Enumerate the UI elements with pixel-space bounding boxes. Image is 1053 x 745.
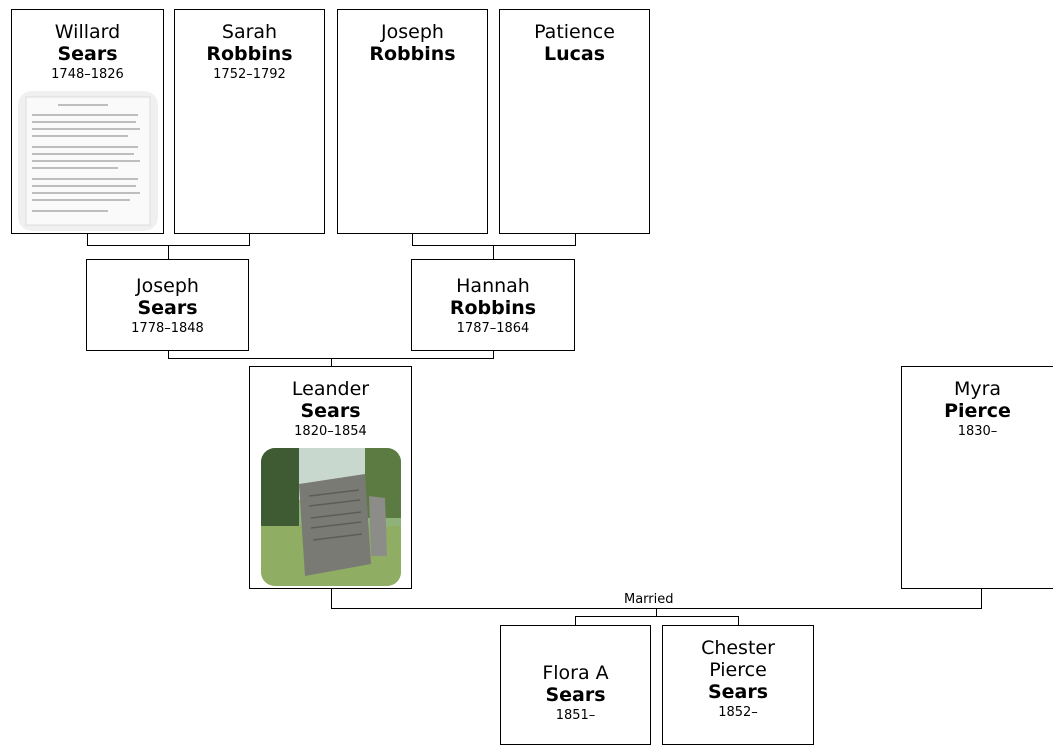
connector-line: [656, 608, 657, 616]
last-name: Lucas: [543, 43, 606, 65]
life-dates: 1820–1854: [294, 424, 367, 439]
first-name: Joseph: [136, 275, 199, 297]
connector-line: [87, 234, 88, 245]
last-name: Robbins: [369, 43, 456, 65]
connector-line: [331, 589, 332, 609]
connector-line: [738, 616, 739, 625]
life-dates: 1778–1848: [131, 321, 204, 336]
life-dates: 1851–: [555, 708, 596, 723]
connector-line: [493, 351, 494, 359]
connector-line: [249, 234, 250, 245]
last-name: Pierce: [944, 400, 1011, 422]
first-name: Hannah: [456, 275, 530, 297]
first-name: Willard: [54, 21, 121, 43]
person-card-chester-sears[interactable]: Chester Pierce Sears 1852–: [662, 625, 814, 745]
document-photo: [17, 91, 158, 231]
last-name: Robbins: [206, 43, 293, 65]
first-name: Joseph: [381, 21, 444, 43]
life-dates: 1748–1826: [51, 67, 124, 82]
first-name: Leander: [291, 378, 370, 400]
person-card-joseph-robbins[interactable]: Joseph Robbins: [337, 9, 488, 234]
life-dates: 1830–: [957, 424, 998, 439]
last-name: Sears: [300, 400, 361, 422]
gravestone-photo: [260, 448, 401, 586]
life-dates: 1852–: [718, 705, 758, 720]
life-dates: 1787–1864: [456, 321, 530, 336]
middle-name: Pierce: [709, 659, 767, 681]
person-card-patience-lucas[interactable]: Patience Lucas: [499, 9, 650, 234]
first-name: Patience: [534, 21, 615, 43]
last-name: Sears: [57, 43, 118, 65]
connector-line: [981, 589, 982, 609]
connector-line: [331, 358, 332, 366]
connector-line: [493, 245, 494, 259]
person-card-joseph-sears[interactable]: Joseph Sears 1778–1848: [86, 259, 249, 351]
life-dates: 1752–1792: [213, 67, 286, 82]
connector-line: [575, 616, 576, 625]
person-card-myra-pierce[interactable]: Myra Pierce 1830–: [901, 366, 1053, 589]
person-card-sarah-robbins[interactable]: Sarah Robbins 1752–1792: [174, 9, 325, 234]
first-name: Myra: [953, 378, 1002, 400]
connector-line: [168, 351, 169, 359]
person-card-leander-sears[interactable]: Leander Sears 1820–1854: [249, 366, 412, 589]
connector-line: [412, 234, 413, 245]
last-name: Sears: [137, 297, 198, 319]
first-name: Flora A: [542, 662, 609, 684]
first-name: Sarah: [221, 21, 278, 43]
connector-line: [168, 245, 169, 259]
connector-line: [575, 616, 739, 617]
connector-line: [412, 245, 576, 246]
person-card-flora-sears[interactable]: Flora A Sears 1851–: [500, 625, 651, 745]
married-label: Married: [622, 592, 676, 607]
last-name: Robbins: [449, 297, 537, 319]
last-name: Sears: [707, 681, 769, 703]
connector-line: [575, 234, 576, 245]
last-name: Sears: [545, 684, 606, 706]
first-name: Chester: [701, 637, 775, 659]
person-card-hannah-robbins[interactable]: Hannah Robbins 1787–1864: [411, 259, 575, 351]
person-card-willard-sears[interactable]: Willard Sears 1748–1826: [11, 9, 164, 234]
